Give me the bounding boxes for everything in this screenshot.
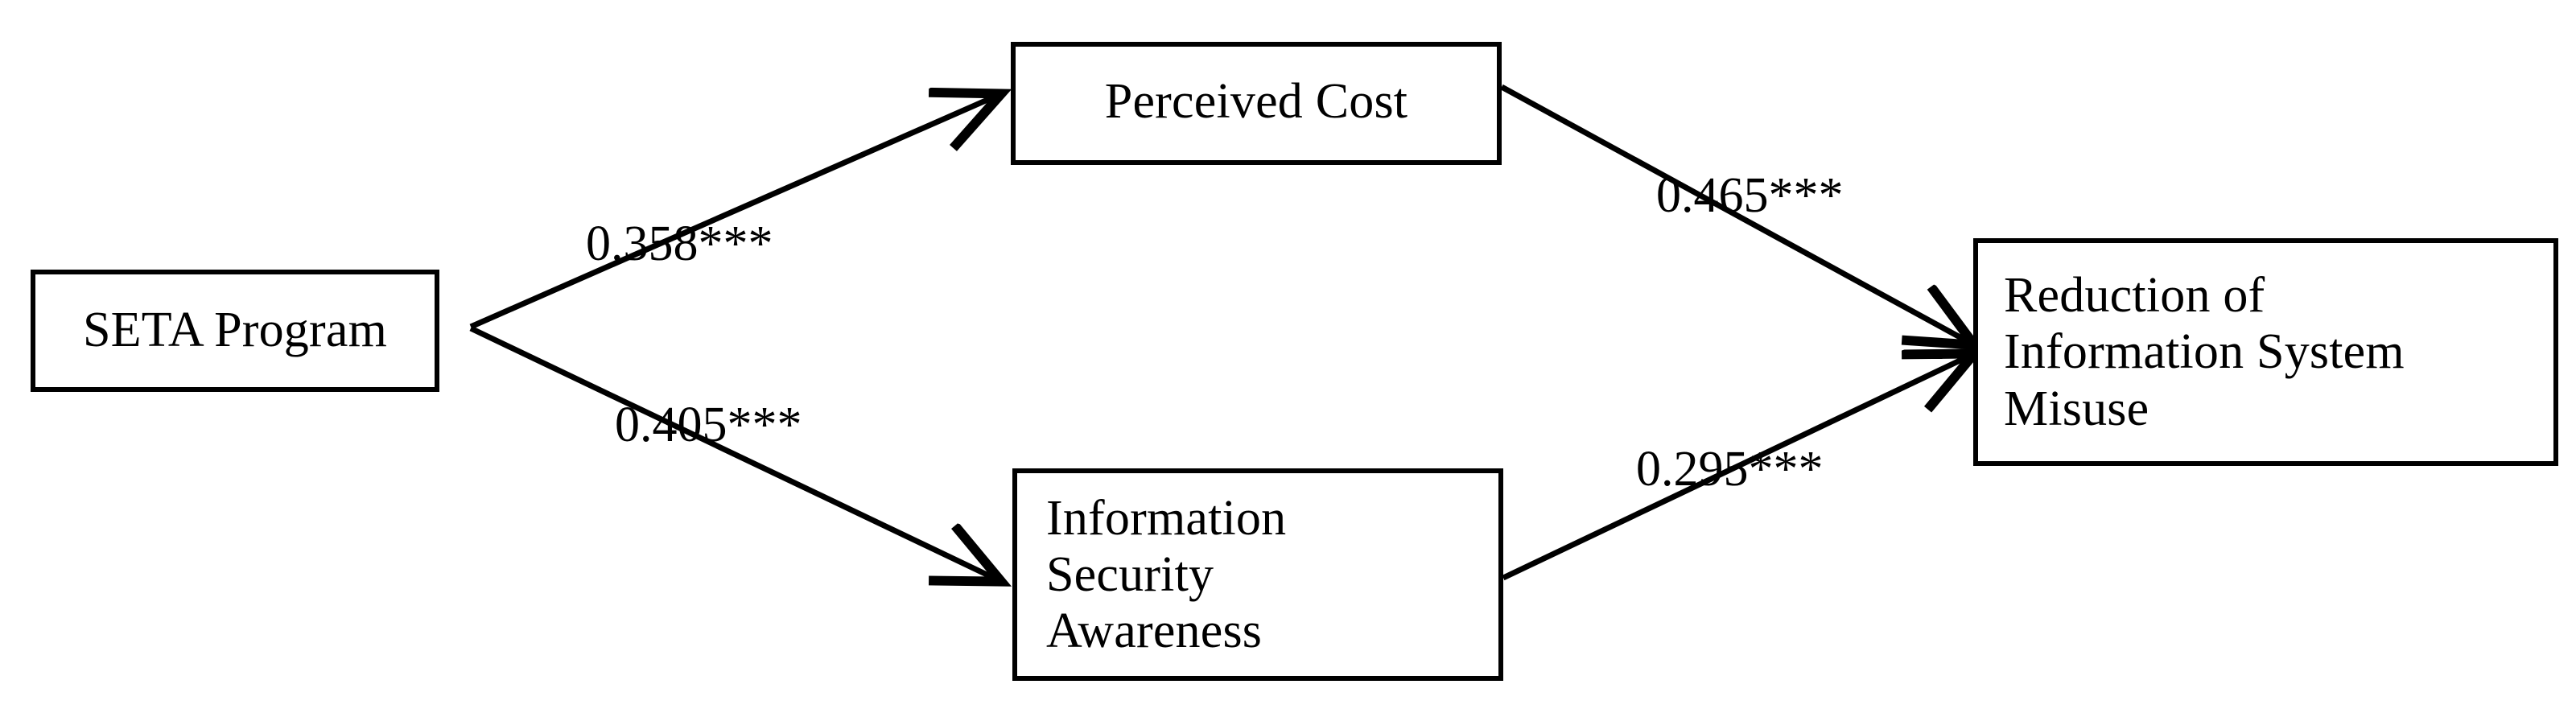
path-coefficient-information-security-awareness-to-reduction: 0.295*** xyxy=(1636,442,1824,497)
edge-seta-to-perceived-cost xyxy=(469,94,1000,330)
edge-seta-to-information-security-awareness xyxy=(469,325,1000,581)
construct-label-reduction-of-information-system-misuse: Reduction of Information System Misuse xyxy=(2004,268,2405,436)
construct-label-seta-program: SETA Program xyxy=(82,302,388,357)
construct-box-seta-program[interactable]: SETA Program xyxy=(31,270,439,392)
path-coefficient-seta-to-perceived-cost: 0.358*** xyxy=(586,216,773,271)
construct-box-perceived-cost[interactable]: Perceived Cost xyxy=(1011,42,1502,165)
edge-perceived-cost-to-reduction xyxy=(1500,84,1973,344)
construct-label-information-security-awareness: Information Security Awareness xyxy=(1046,490,1287,659)
edge-information-security-awareness-to-reduction xyxy=(1502,354,1973,581)
path-coefficient-perceived-cost-to-reduction: 0.465*** xyxy=(1656,168,1844,223)
construct-box-information-security-awareness[interactable]: Information Security Awareness xyxy=(1012,468,1503,681)
path-coefficient-seta-to-information-security-awareness: 0.405*** xyxy=(615,398,802,452)
construct-label-perceived-cost: Perceived Cost xyxy=(1104,74,1408,130)
construct-box-reduction-of-information-system-misuse[interactable]: Reduction of Information System Misuse xyxy=(1973,238,2558,466)
